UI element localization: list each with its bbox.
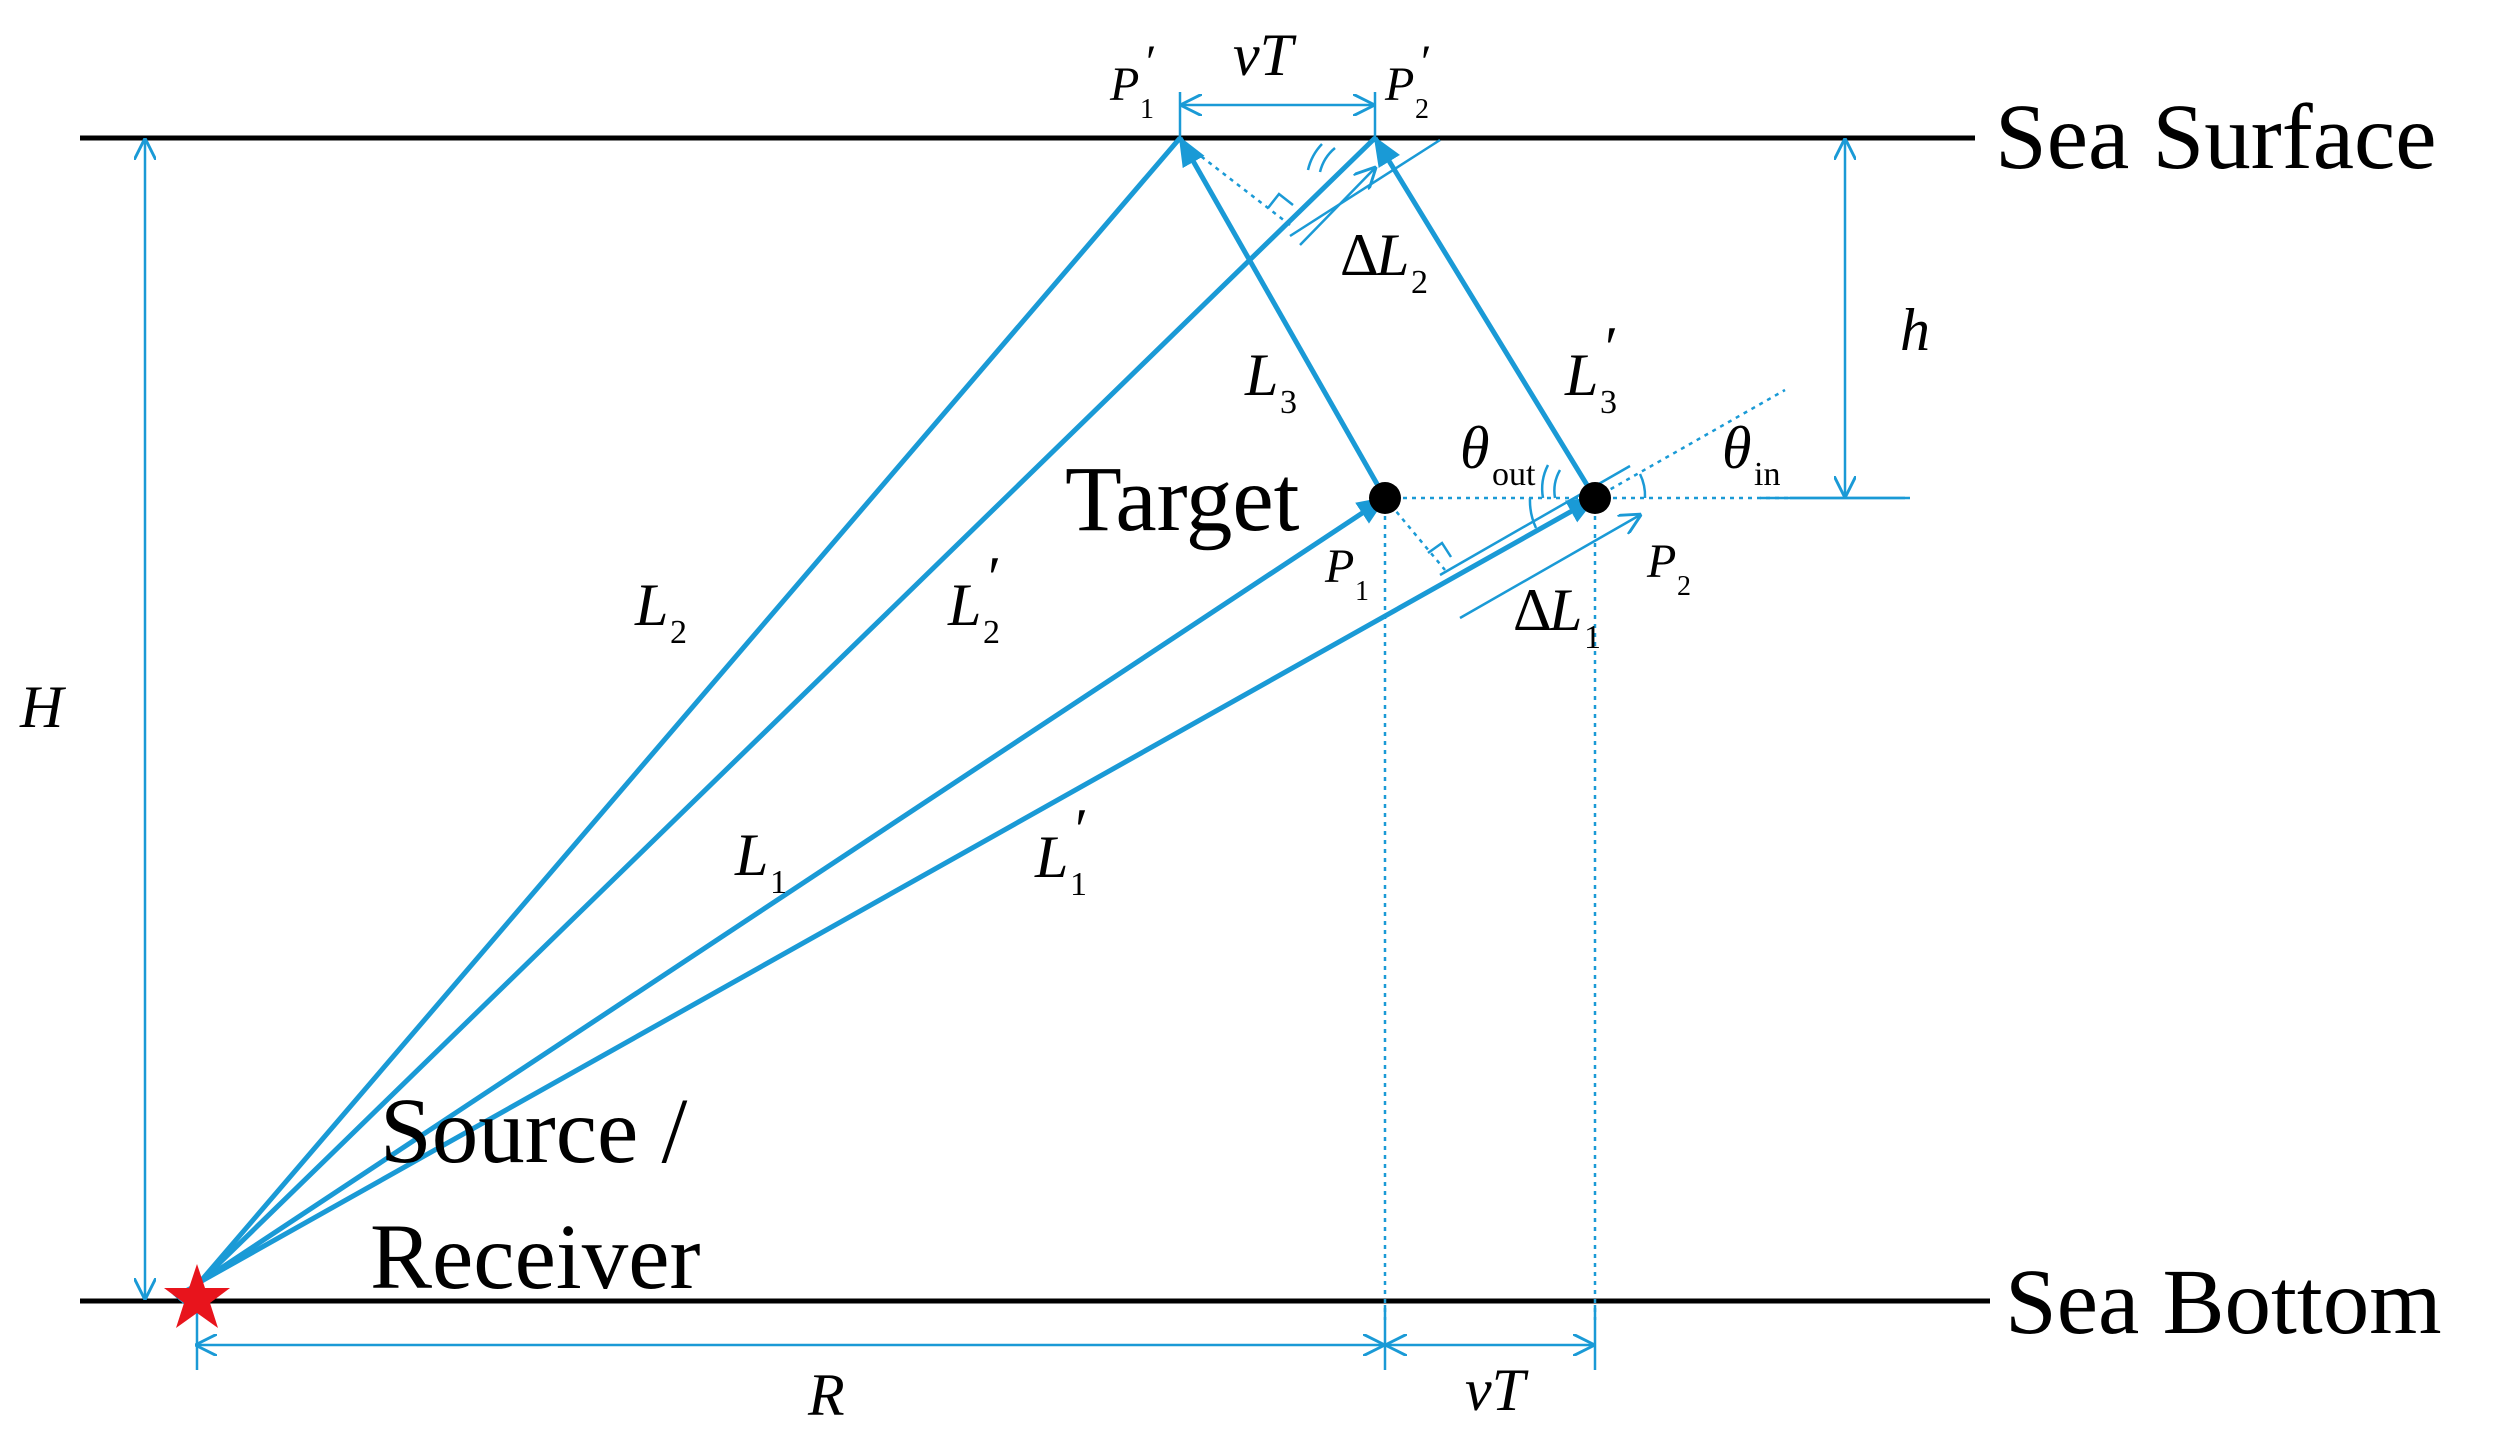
right-angle-mark-top: [1267, 192, 1294, 209]
svg-text:3: 3: [1280, 384, 1297, 421]
svg-text:L: L: [734, 822, 768, 888]
target-label: Target: [1065, 448, 1300, 551]
svg-text:L: L: [1564, 342, 1598, 408]
svg-text:out: out: [1492, 456, 1536, 493]
svg-text:P: P: [1109, 58, 1139, 111]
label-L1-prime: L 1 ′: [1034, 797, 1088, 903]
label-L1: L 1: [734, 822, 787, 901]
label-L3: L 3: [1244, 342, 1297, 421]
label-P2-prime: P 2 ′: [1384, 36, 1432, 125]
svg-text:1: 1: [1584, 619, 1601, 656]
svg-text:2: 2: [1677, 571, 1691, 602]
ray-L2p: [198, 136, 1377, 1284]
svg-text:P: P: [1324, 540, 1354, 593]
target-marker-P1: [1369, 482, 1401, 514]
svg-text:L: L: [947, 572, 981, 638]
label-L2-prime: L 2 ′: [947, 545, 1001, 651]
svg-text:L: L: [1375, 222, 1409, 288]
label-theta-in: θ in: [1722, 415, 1780, 493]
svg-text:2: 2: [1415, 94, 1429, 125]
svg-text:1: 1: [1070, 866, 1087, 903]
svg-text:′: ′: [1605, 315, 1618, 381]
label-P1: P 1: [1324, 540, 1369, 607]
label-P2: P 2: [1646, 535, 1691, 602]
svg-text:′: ′: [1075, 797, 1088, 863]
vT-top-label: vT: [1233, 22, 1297, 88]
source-label-line1: Source /: [380, 1080, 687, 1183]
svg-text:1: 1: [1355, 576, 1369, 607]
svg-text:′: ′: [988, 545, 1001, 611]
svg-text:′: ′: [1421, 36, 1432, 89]
svg-text:2: 2: [670, 614, 687, 651]
dimension-lines: [145, 105, 1905, 1370]
ray-L1p: [198, 495, 1598, 1285]
svg-text:1: 1: [770, 864, 787, 901]
svg-text:L: L: [1034, 824, 1068, 890]
label-L2: L 2: [634, 572, 687, 651]
svg-text:θ: θ: [1460, 415, 1489, 481]
sea-bottom-label: Sea Bottom: [2005, 1251, 2442, 1354]
svg-text:L: L: [1244, 342, 1278, 408]
svg-text:L: L: [634, 572, 668, 638]
label-delta-L2: Δ L 2: [1340, 222, 1428, 301]
ray-L1: [198, 495, 1388, 1285]
svg-text:P: P: [1384, 58, 1414, 111]
svg-text:P: P: [1646, 535, 1676, 588]
label-theta-out: θ out: [1460, 415, 1536, 493]
svg-text:Δ: Δ: [1513, 577, 1552, 643]
sea-surface-label: Sea Surface: [1995, 86, 2437, 189]
label-P1-prime: P 1 ′: [1109, 36, 1157, 125]
right-angle-mark-mid: [1427, 541, 1453, 558]
svg-text:1: 1: [1140, 94, 1154, 125]
ray-L3: [1177, 135, 1388, 500]
guide-lines: [1178, 92, 1910, 1320]
h-label: h: [1900, 297, 1930, 363]
ray-L3p: [1372, 135, 1598, 500]
angle-arcs: [1306, 143, 1647, 529]
svg-text:in: in: [1754, 456, 1780, 493]
target-marker-P2: [1579, 482, 1611, 514]
label-delta-L1: Δ L 1: [1513, 577, 1601, 656]
svg-text:L: L: [1548, 577, 1582, 643]
svg-text:θ: θ: [1722, 415, 1751, 481]
svg-text:2: 2: [1411, 264, 1428, 301]
svg-text:Δ: Δ: [1340, 222, 1379, 288]
svg-text:′: ′: [1146, 36, 1157, 89]
svg-text:3: 3: [1600, 384, 1617, 421]
source-star-icon: [164, 1264, 230, 1328]
R-label: R: [807, 1362, 845, 1428]
label-L3-prime: L 3 ′: [1564, 315, 1618, 421]
H-label: H: [19, 674, 67, 740]
source-label-line2: Receiver: [370, 1206, 700, 1309]
ray-L2: [172, 136, 1182, 1312]
vT-bottom-label: vT: [1465, 1357, 1529, 1423]
rays: [172, 135, 1598, 1312]
svg-text:2: 2: [983, 614, 1000, 651]
